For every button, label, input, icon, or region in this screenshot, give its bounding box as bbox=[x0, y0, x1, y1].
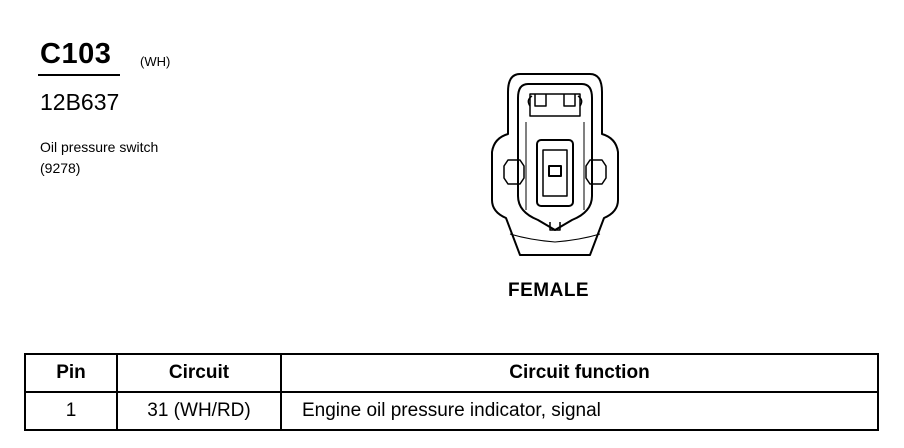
cell-pin: 1 bbox=[24, 391, 118, 431]
header-pin: Pin bbox=[24, 353, 118, 393]
connector-color: (WH) bbox=[140, 54, 171, 69]
connector-latch bbox=[529, 93, 581, 117]
pin-terminal bbox=[548, 165, 562, 177]
connector-key bbox=[549, 222, 561, 231]
connector-id-underline bbox=[38, 74, 120, 76]
connector-housing-outline bbox=[491, 73, 619, 256]
header-circuit: Circuit bbox=[116, 353, 282, 393]
component-description: Oil pressure switch bbox=[40, 139, 159, 155]
right-lock-tab bbox=[585, 159, 607, 185]
pin-cavity bbox=[536, 139, 574, 207]
component-number: (9278) bbox=[40, 160, 81, 176]
table-header-row: Pin Circuit Circuit function bbox=[24, 353, 879, 393]
table-row: 1 31 (WH/RD) Engine oil pressure indicat… bbox=[24, 391, 879, 431]
connector-id: C103 bbox=[40, 38, 112, 70]
header-circuit-function: Circuit function bbox=[280, 353, 879, 393]
connector-face-drawing bbox=[491, 73, 619, 256]
pin-table: Pin Circuit Circuit function 1 31 (WH/RD… bbox=[24, 353, 879, 431]
connector-gender-label: FEMALE bbox=[508, 280, 590, 301]
cell-circuit-function: Engine oil pressure indicator, signal bbox=[280, 391, 879, 431]
cell-circuit: 31 (WH/RD) bbox=[116, 391, 282, 431]
part-number: 12B637 bbox=[40, 89, 120, 115]
left-lock-tab bbox=[503, 159, 525, 185]
connector-inner-outline bbox=[517, 83, 593, 231]
